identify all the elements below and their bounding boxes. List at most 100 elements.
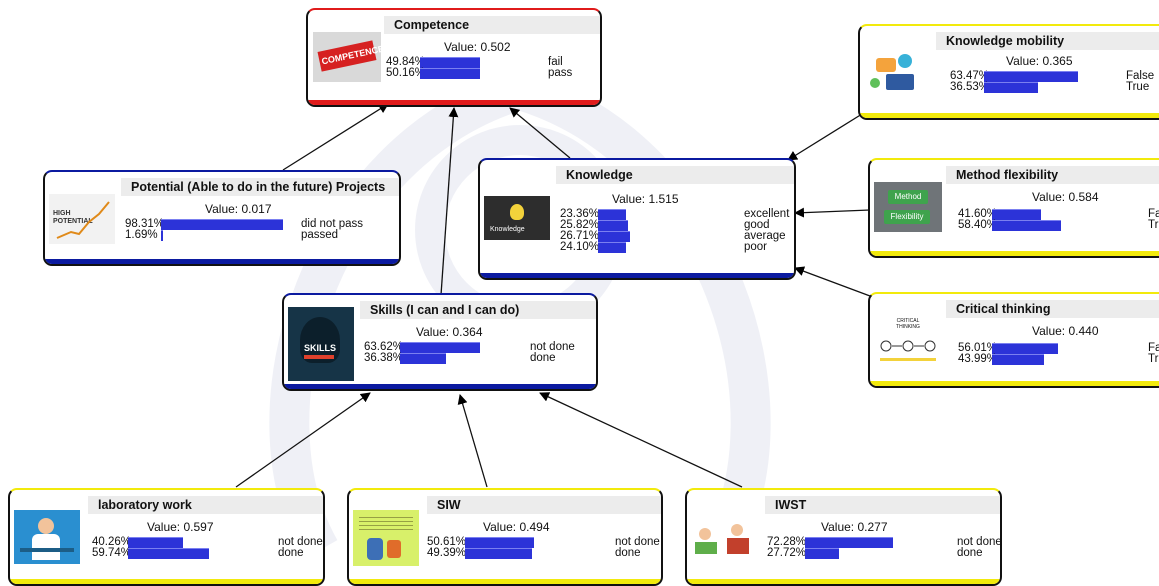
node-critical-thinking[interactable]: Critical thinking CRITICAL THINKING Valu… (868, 292, 1159, 388)
state-percent: 26.71% (560, 230, 600, 242)
state-percent: 49.84% (386, 56, 426, 68)
state-probability-bar (598, 242, 626, 253)
state-percent: 63.62% (364, 341, 404, 353)
node-value: Value: 0.440 (1032, 324, 1099, 338)
thumbnail-caption: HIGH POTENTIAL (53, 210, 93, 225)
siw-thumbnail (353, 510, 419, 566)
node-laboratory-work[interactable]: laboratory work Value: 0.597 40.26%not d… (8, 488, 325, 586)
node-value: Value: 0.017 (205, 202, 272, 216)
node-accent-bar (308, 100, 600, 105)
state-label: poor (744, 241, 768, 253)
state-row: 50.61% not done (427, 536, 661, 549)
state-percent: 24.10% (560, 241, 600, 253)
state-row: 63.62%not done (364, 341, 594, 354)
node-title: Knowledge (556, 166, 794, 184)
state-percent: 40.26% (92, 536, 132, 548)
iwst-thumbnail (691, 514, 757, 560)
state-probability-bar (400, 353, 446, 364)
state-probability-bar (161, 219, 283, 230)
state-row: 36.53% True (950, 81, 1159, 94)
state-label: done (957, 547, 983, 559)
state-label: excellent (744, 208, 790, 220)
state-probability-bar (465, 537, 534, 548)
node-accent-bar (45, 259, 399, 264)
state-percent: 56.01% (958, 342, 998, 354)
state-probability-bar (598, 231, 630, 242)
state-probability-bar (465, 548, 532, 559)
state-percent: 50.61% (427, 536, 467, 548)
state-probability-bar (992, 354, 1044, 365)
thumbnail-caption: Flexibility (884, 210, 930, 224)
state-row: 59.74% done (92, 547, 322, 560)
state-percent: 49.39% (427, 547, 467, 559)
state-row: 63.47% False (950, 70, 1159, 83)
state-label: not done (615, 536, 660, 548)
node-accent-bar (349, 579, 661, 584)
state-row: 49.39% done (427, 547, 661, 560)
node-accent-bar (10, 579, 323, 584)
state-percent: 59.74% (92, 547, 132, 559)
node-accent-bar (860, 113, 1159, 118)
state-label: Fals (1148, 208, 1159, 220)
state-probability-bar (805, 548, 839, 559)
state-row: 27.72%done (767, 547, 1000, 560)
state-percent: 58.40% (958, 219, 998, 231)
state-label: fail (548, 56, 563, 68)
state-percent: 41.60% (958, 208, 998, 220)
state-percent: 23.36% (560, 208, 600, 220)
node-knowledge[interactable]: Knowledge Knowledge Value: 1.515 23.36% e… (478, 158, 796, 280)
state-probability-bar (400, 342, 480, 353)
node-value: Value: 0.584 (1032, 190, 1099, 204)
state-label: good (744, 219, 770, 231)
thumbnail-caption: SKILLS (304, 343, 337, 353)
state-row: 24.10% poor (560, 241, 790, 254)
state-percent: 36.38% (364, 352, 404, 364)
state-label: passed (301, 229, 339, 241)
node-value: Value: 0.502 (444, 40, 511, 54)
node-value: Value: 1.515 (612, 192, 679, 206)
state-probability-bar (992, 343, 1058, 354)
state-probability-bar (598, 209, 626, 220)
state-label: done (278, 547, 304, 559)
state-label: done (615, 547, 641, 559)
state-probability-bar (984, 71, 1078, 82)
node-potential[interactable]: Potential (Able to do in the future) Pro… (43, 170, 401, 266)
state-probability-bar (992, 209, 1041, 220)
node-accent-bar (870, 251, 1159, 256)
node-value: Value: 0.365 (1006, 54, 1073, 68)
node-knowledge-mobility[interactable]: Knowledge mobility Value: 0.365 63.47%Fa… (858, 24, 1159, 120)
state-label: True (1126, 81, 1150, 93)
node-skills[interactable]: Skills (I can and I can do) SKILLS Value… (282, 293, 598, 391)
state-label: done (530, 352, 556, 364)
state-row: 26.71% average (560, 230, 790, 243)
node-accent-bar (870, 381, 1159, 386)
state-row: 1.69% passed (125, 229, 395, 242)
state-label: False (1126, 70, 1155, 82)
node-title: Competence (384, 16, 600, 34)
node-value: Value: 0.277 (821, 520, 888, 534)
state-probability-bar (805, 537, 893, 548)
potential-thumbnail: HIGH POTENTIAL (49, 194, 115, 244)
state-row: 40.26%not done (92, 536, 323, 549)
state-probability-bar (598, 220, 628, 231)
knowledge-thumbnail: Knowledge (484, 196, 550, 240)
state-probability-bar (161, 230, 163, 241)
thumbnail-caption: Knowledge (490, 226, 525, 233)
method-flexibility-thumbnail: Method Flexibility (874, 182, 942, 232)
state-percent: 1.69% (125, 229, 158, 241)
state-row: 72.28%not done (767, 536, 1000, 549)
node-title: IWST (765, 496, 1000, 514)
state-row: 49.84% fail (386, 56, 596, 69)
state-percent: 63.47% (950, 70, 990, 82)
node-competence[interactable]: Competence COMPETENCE Value: 0.502 49.84… (306, 8, 602, 107)
state-percent: 72.28% (767, 536, 807, 548)
state-probability-bar (128, 537, 183, 548)
node-value: Value: 0.597 (147, 520, 214, 534)
state-percent: 43.99% (958, 353, 998, 365)
state-label: average (744, 230, 786, 242)
state-percent: 36.53% (950, 81, 990, 93)
state-row: 41.60% Fals (958, 208, 1159, 221)
node-method-flexibility[interactable]: Method flexibility Method Flexibility Va… (868, 158, 1159, 258)
